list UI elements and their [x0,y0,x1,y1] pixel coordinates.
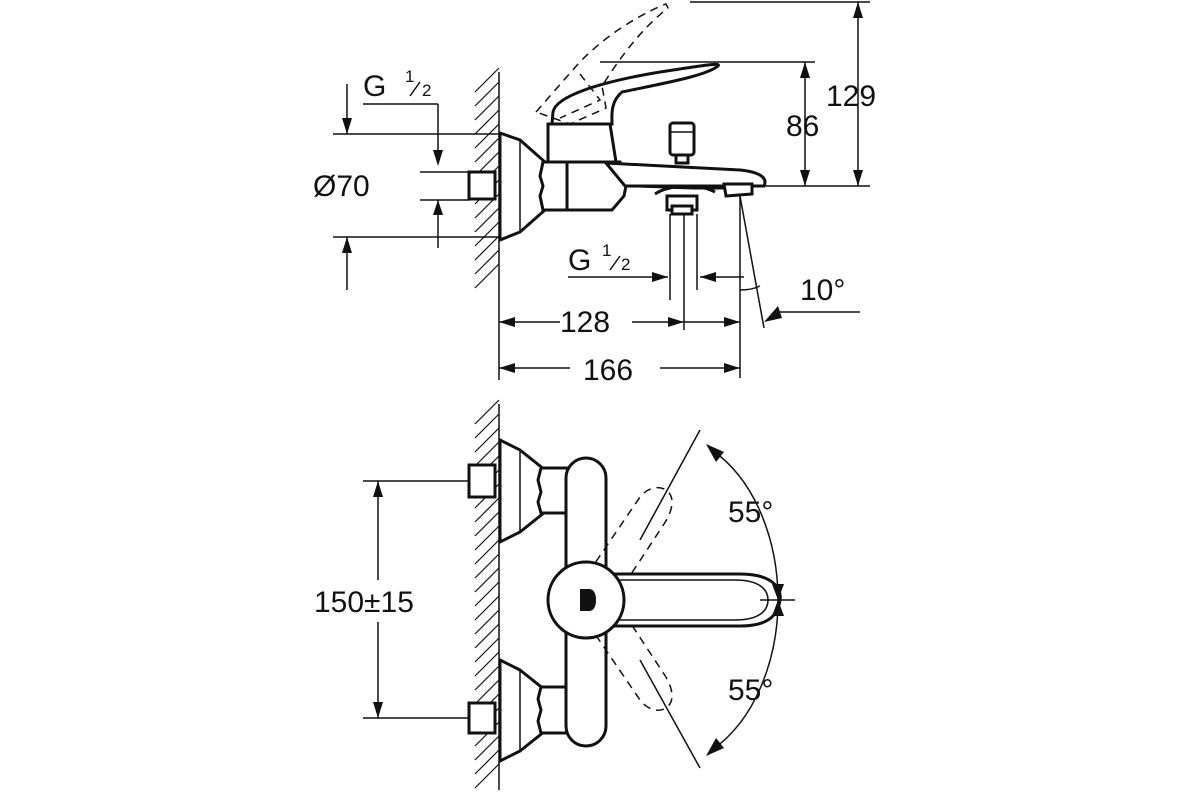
wall-hatch-line [474,399,500,425]
wall-hatch-line [474,553,500,579]
wall-hatch-line [474,679,500,705]
wall-hatch-line [474,637,500,663]
wall-hatch-line [474,735,500,761]
wall-hatch-line [474,749,500,775]
wall-hatch-line [474,595,500,621]
wall-hatch-line [474,263,500,289]
wall-side [474,67,500,295]
thread-label-spout-letter: G [568,244,591,277]
wall-connector-side [467,170,497,201]
side-view: G 1 2 Ø70 86 129 G 1 2 [313,1,876,387]
wall-hatch-line [474,567,500,593]
wall-hatch-line [474,207,500,233]
wall-hatch-line [474,137,500,163]
thread-label-top-letter: G [363,70,386,103]
wall-hatch-line [474,665,500,691]
wall-hatch-line [474,609,500,635]
wall-hatch-line [474,67,500,93]
wall-hatch-line [474,441,500,467]
thread-label-top-num: 1 [405,67,414,86]
wall-hatch-line [474,581,500,607]
thread-label-top-den: 2 [422,81,431,100]
height-handle-label: 86 [786,110,819,143]
thread-label-spout-den: 2 [621,255,630,274]
wall-hatch-line [474,651,500,677]
wall-hatch-line [474,109,500,135]
wall-hatch-line [474,249,500,275]
wall-hatch-line [474,413,500,439]
depth-outlet-label: 128 [560,306,610,339]
escutcheon-side [498,130,547,243]
escutcheon-lower [498,657,547,764]
wall-hatch-line [474,525,500,551]
center-distance-label: 150±15 [314,586,414,619]
wall-hatch-line [474,539,500,565]
escutcheon-upper [498,437,547,545]
spout-angle-label: 10° [800,274,845,307]
wall-hatch-line [474,123,500,149]
wall-hatch-line [474,763,500,789]
rotation-down-label: 55° [728,674,773,707]
wall-hatch-line [474,81,500,107]
wall-hatch-line [474,427,500,453]
diameter-label: Ø70 [313,170,370,203]
spout-side [602,161,767,188]
depth-total-label: 166 [583,354,633,387]
height-total-label: 129 [826,80,876,113]
thread-label-spout-num: 1 [602,241,611,260]
wall-hatch-line [474,497,500,523]
aerator-side [722,182,754,198]
wall-hatch-line [474,221,500,247]
wall-connector-lower [467,701,497,735]
cartridge-housing-side [546,122,618,164]
lever-handle-side [550,62,720,126]
wall-hatch-line [474,623,500,649]
front-view: 150±15 55° 55° [314,399,795,790]
lever-rotated-down [578,597,673,711]
wall-hatch-line [474,235,500,261]
wall-hatch-line [474,95,500,121]
rotation-up-label: 55° [728,496,773,529]
logo-mark [580,589,596,611]
lever-rotated-up [578,487,673,601]
wall-hatch-line [474,511,500,537]
diverter-knob-side [668,121,696,157]
wall-connector-upper [467,463,497,499]
lever-handle-raised [534,3,669,125]
